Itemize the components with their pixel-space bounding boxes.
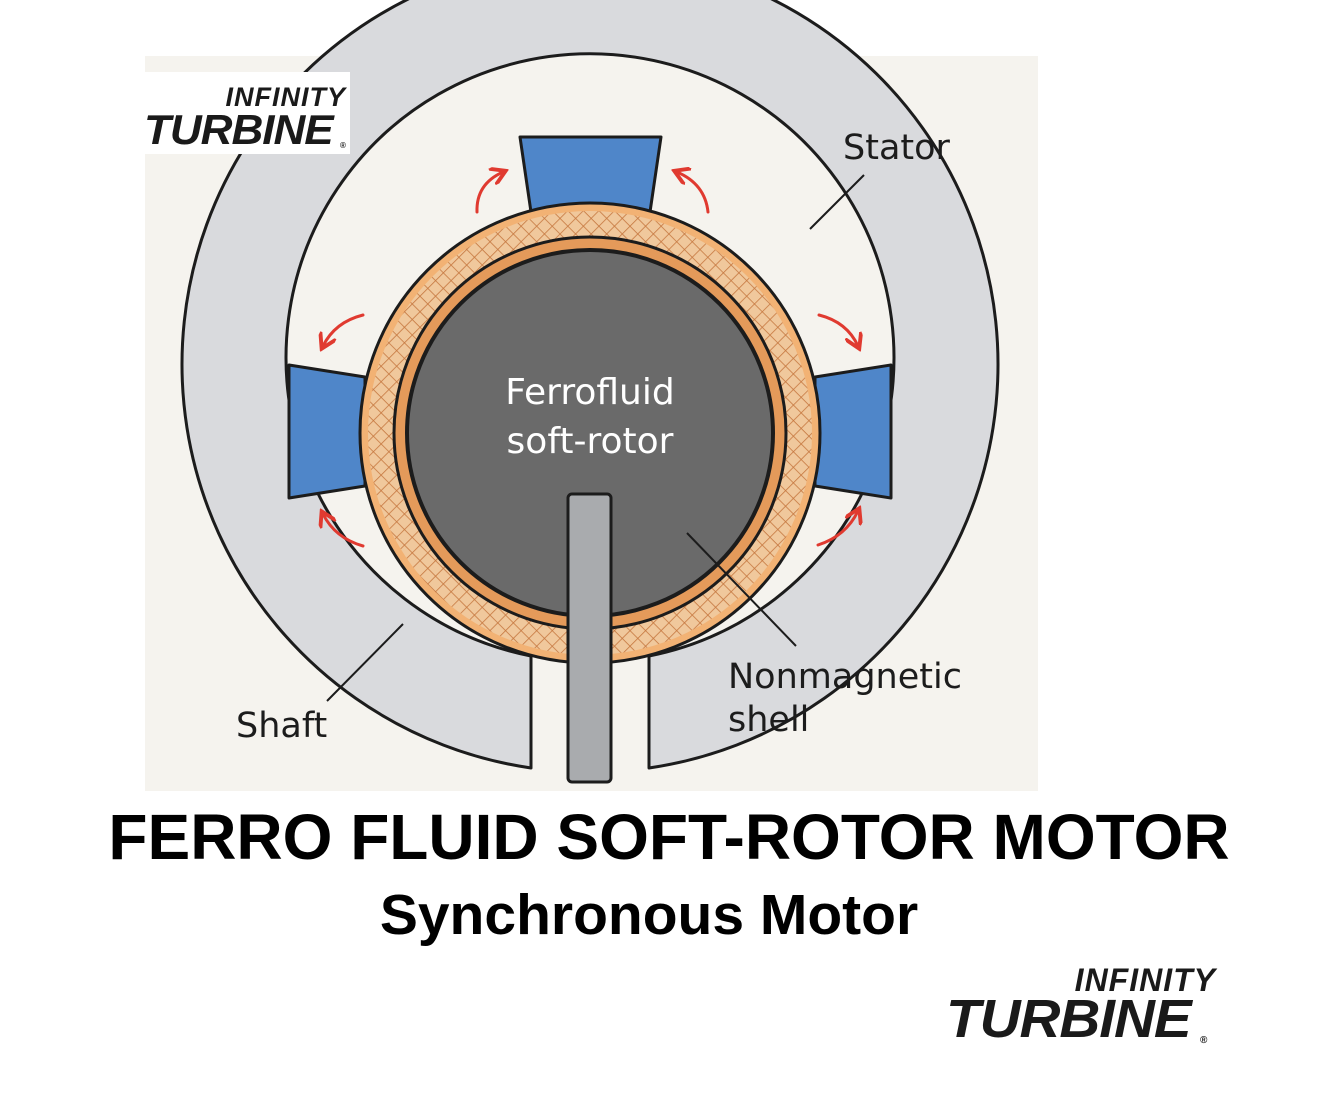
logo-line2: TURBINE <box>946 989 1192 1049</box>
stator-leader <box>809 174 865 230</box>
logo-line2: TURBINE <box>144 106 334 153</box>
rotation-arrow-icon <box>475 172 503 214</box>
rotor-label-line1: Ferrofluid <box>505 372 674 413</box>
rotation-arrow-icon <box>323 514 365 548</box>
page-subtitle: Synchronous Motor <box>379 883 919 947</box>
rotation-arrows <box>323 172 858 548</box>
shaft-label: Shaft <box>236 706 327 746</box>
shell-leader <box>686 532 797 647</box>
rotation-arrow-icon <box>677 172 710 214</box>
page-title: FERRO FLUID SOFT-ROTOR MOTOR <box>108 801 1230 873</box>
leader-lines <box>326 174 865 702</box>
logo-line1: INFINITY <box>1074 962 1216 998</box>
infinity-turbine-logo-bottom: INFINITY TURBINE ® <box>946 958 1226 1054</box>
stator-pole-top <box>518 135 663 214</box>
rotation-arrow-icon <box>817 313 858 346</box>
rotation-arrow-icon <box>323 313 365 346</box>
infinity-turbine-logo-top: INFINITY TURBINE ® <box>144 72 350 154</box>
stator-ring <box>180 0 1000 770</box>
rotor-label-line2: soft-rotor <box>507 421 674 462</box>
motor-diagram: Ferrofluid soft-rotor Stator Shaft Nonma… <box>145 0 1038 791</box>
shaft <box>566 492 613 784</box>
stator-pole-left <box>287 363 367 500</box>
logo-line1: INFINITY <box>225 82 346 112</box>
stator-pole-right <box>813 363 893 500</box>
logo-registered-mark: ® <box>1200 1035 1208 1046</box>
shaft-leader <box>326 623 404 702</box>
logo-registered-mark: ® <box>340 141 346 150</box>
shell-label-line2: shell <box>728 700 809 740</box>
stator-label: Stator <box>843 128 951 168</box>
rotation-arrow-icon <box>816 511 858 547</box>
shell-label-line1: Nonmagnetic <box>728 657 962 697</box>
